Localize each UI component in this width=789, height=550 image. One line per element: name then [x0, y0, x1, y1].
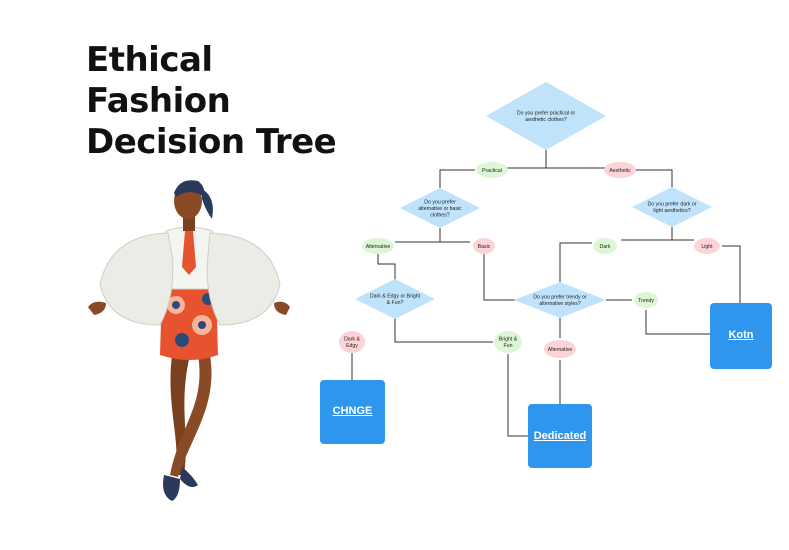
connector-q3-branches: [621, 226, 694, 241]
connector-trendy-kotn: [645, 310, 710, 335]
question-diamond-q3: [632, 187, 712, 227]
connector-q1: [492, 148, 617, 169]
dedicated-link[interactable]: Dedicated: [533, 430, 587, 442]
chnge-link[interactable]: CHNGE: [332, 405, 373, 417]
answer-aesthetic-text-1: Aesthetic: [609, 168, 631, 174]
brand-box-chnge[interactable]: CHNGE: [320, 380, 385, 444]
page-title: Ethical Fashion Decision Tree: [86, 40, 337, 163]
answer-bubble-aesthetic: [604, 162, 636, 178]
answer-light-text-1: Light: [701, 244, 713, 250]
question-q2-text-3: clothes?: [430, 212, 449, 218]
question-q2-text-2: alternative or basic: [418, 206, 462, 212]
connector-bright-fun-dedicated: [507, 354, 528, 437]
answer-practical-text-1: Practical: [482, 168, 502, 174]
question-diamond-q5: [514, 282, 606, 318]
connector-alternative-q4: [377, 253, 396, 283]
answer-bubble-bright-fun: [494, 331, 522, 353]
connector-aesthetic-q3: [633, 169, 673, 188]
title-line-1: Ethical: [86, 40, 213, 80]
answer-bubble-dark: [593, 238, 617, 254]
question-diamond-q1: [486, 82, 606, 150]
question-diamond-q4: [355, 279, 435, 319]
connector-practical-q2: [439, 169, 475, 188]
connector-basic-q5: [483, 253, 515, 301]
title-line-3: Decision Tree: [86, 122, 337, 162]
answer-bubble-dark-edgy: [339, 331, 365, 353]
question-q3-text-1: Do you prefer dark or: [647, 202, 696, 208]
answer-basic-text-1: Basic: [478, 244, 491, 250]
question-q4-text-2: & Fun?: [387, 300, 404, 306]
answer-bubble-alternative1: [362, 238, 394, 254]
answer-bubble-practical: [476, 162, 508, 178]
question-q1-text-1: Do you prefer practical or: [517, 111, 576, 117]
answer-dark-edgy-text-2: Edgy: [346, 343, 358, 349]
brand-box-kotn[interactable]: Kotn: [710, 303, 772, 369]
connector-q4-branches: [394, 318, 493, 343]
question-q5-text-1: Do you prefer trendy or: [533, 295, 587, 301]
woman-illustration: [88, 180, 290, 501]
question-q3-text-2: light aesthetics?: [653, 208, 690, 214]
answer-alternative1-text-1: Alternative: [366, 244, 391, 250]
answer-bubble-alternative2: [544, 340, 576, 358]
kotn-link[interactable]: Kotn: [728, 329, 754, 341]
answer-dark-edgy-text-1: Dark &: [344, 337, 360, 343]
question-q4-text-1: Dark & Edgy or Bright: [370, 294, 421, 300]
brand-box-dedicated[interactable]: Dedicated: [528, 404, 592, 468]
answer-bright-fun-text-2: Fun: [504, 343, 513, 349]
connector-light-kotn: [722, 245, 741, 303]
question-q2-text-1: Do you prefer: [424, 199, 456, 205]
question-diamond-q2: [400, 188, 480, 228]
answer-alternative2-text-1: Alternative: [548, 347, 573, 353]
title-line-2: Fashion: [86, 81, 231, 121]
answer-trendy-text-1: Trendy: [638, 298, 654, 304]
answer-bubble-light: [694, 238, 720, 254]
answer-dark-text-1: Dark: [600, 244, 611, 250]
connector-dark-q5: [559, 242, 592, 282]
answer-bubble-basic: [473, 238, 495, 254]
answer-bubble-trendy: [634, 292, 658, 308]
question-q5-text-2: alternative styles?: [539, 301, 581, 307]
question-q1-text-2: aesthetic clothes?: [525, 117, 567, 123]
answer-bright-fun-text-1: Bright &: [499, 337, 518, 343]
connector-q2-branches: [395, 228, 470, 243]
